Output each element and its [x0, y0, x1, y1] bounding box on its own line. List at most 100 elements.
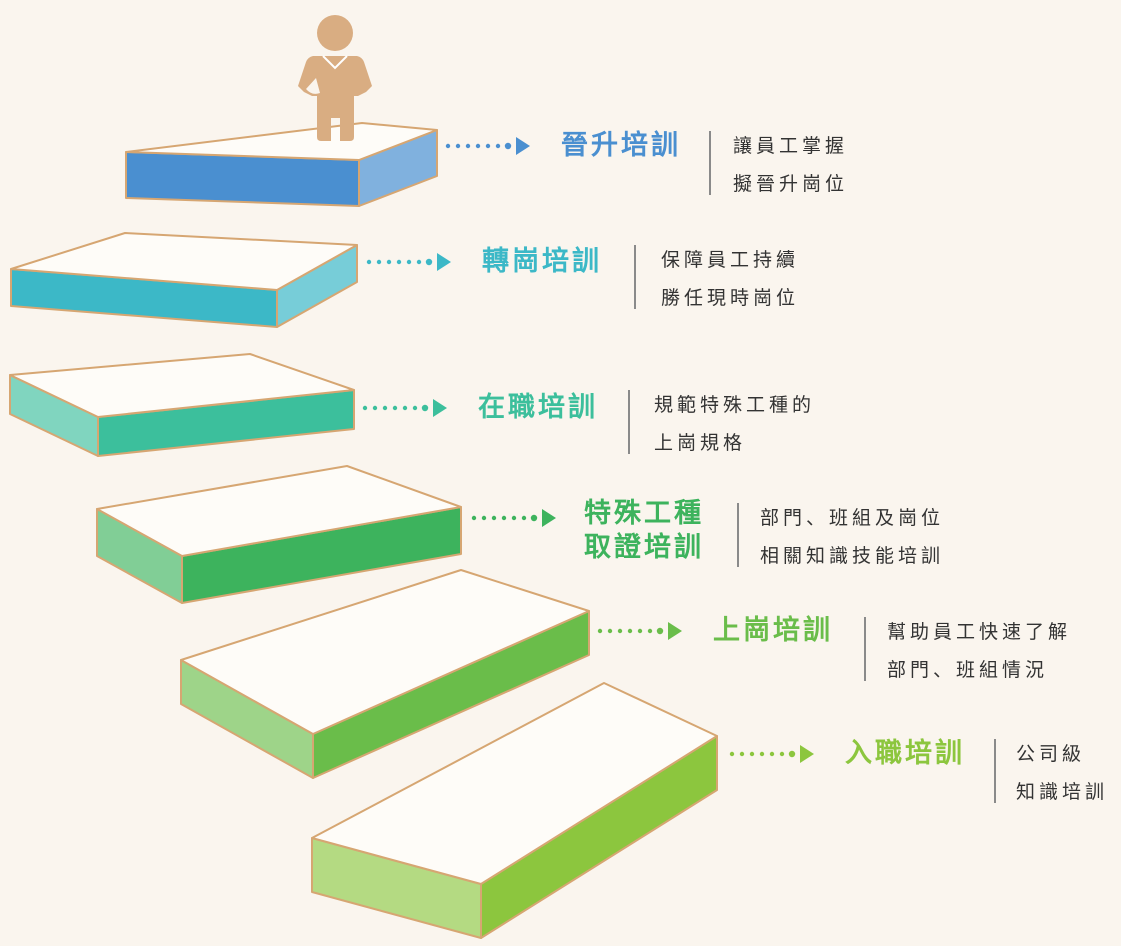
step-title-line: 晉升培訓 [561, 130, 681, 161]
person-icon [298, 15, 372, 141]
step-title: 上崗培訓 [713, 614, 833, 648]
step-slab [311, 682, 718, 939]
arrow-dot [530, 514, 538, 522]
step-left-face [125, 151, 360, 207]
step-slab [180, 569, 590, 779]
arrow-head-icon [800, 745, 814, 763]
arrow-head-icon [516, 137, 530, 155]
arrow-dot [759, 751, 765, 757]
arrow-dot [455, 143, 461, 149]
arrow-dot [402, 405, 408, 411]
arrow-dot [372, 405, 378, 411]
divider-line [994, 739, 996, 803]
step-title-line: 入職培訓 [845, 738, 965, 769]
arrow-dot [382, 405, 388, 411]
dotted-arrow [445, 137, 530, 155]
step-description: 幫助員工快速了解部門、班組情況 [887, 613, 1071, 689]
dotted-arrow [597, 622, 682, 640]
dotted-arrow [366, 253, 451, 271]
arrow-dot [362, 405, 368, 411]
step-title: 轉崗培訓 [482, 245, 602, 279]
arrow-head-icon [433, 399, 447, 417]
dotted-arrow [729, 745, 814, 763]
step-title-line: 特殊工種 [584, 498, 704, 529]
step-top-face [10, 232, 358, 291]
arrow-dot [485, 143, 491, 149]
step-title: 晉升培訓 [561, 129, 681, 163]
arrow-dot [392, 405, 398, 411]
arrow-dot [416, 259, 422, 265]
arrow-dot [491, 515, 497, 521]
step-description: 部門、班組及崗位相關知識技能培訓 [760, 499, 944, 575]
divider-line [634, 245, 636, 309]
step-top-face [96, 465, 462, 557]
arrow-dot [627, 628, 633, 634]
divider-line [709, 131, 711, 195]
arrow-dot [471, 515, 477, 521]
arrow-dot [501, 515, 507, 521]
divider-line [628, 390, 630, 454]
step-top-face [311, 682, 718, 885]
arrow-head-icon [542, 509, 556, 527]
step-description-line: 部門、班組情況 [887, 659, 1049, 681]
step-description: 保障員工持續勝任現時崗位 [661, 241, 799, 317]
step-description-line: 公司級 [1016, 743, 1086, 765]
step-description-line: 擬晉升崗位 [733, 173, 849, 195]
arrow-dot [475, 143, 481, 149]
arrow-dot [504, 142, 512, 150]
step-title: 入職培訓 [845, 737, 965, 771]
arrow-dot [779, 751, 785, 757]
arrow-dot [607, 628, 613, 634]
arrow-dot [445, 143, 451, 149]
divider-line [737, 503, 739, 567]
arrow-dot [521, 515, 527, 521]
step-description-line: 幫助員工快速了解 [887, 621, 1072, 643]
arrow-dot [617, 628, 623, 634]
step-top-face [125, 122, 438, 161]
step-description-line: 規範特殊工種的 [654, 394, 816, 416]
step-title-line: 取證培訓 [584, 532, 704, 563]
arrow-dot [511, 515, 517, 521]
step-title-line: 上崗培訓 [713, 615, 833, 646]
step-top-face [180, 569, 590, 735]
arrow-dot [406, 259, 412, 265]
step-description-line: 相關知識技能培訓 [760, 545, 945, 567]
arrow-dot [637, 628, 643, 634]
arrow-dot [788, 750, 796, 758]
step-title: 特殊工種取證培訓 [584, 497, 704, 565]
arrow-dot [739, 751, 745, 757]
step-description: 規範特殊工種的上崗規格 [654, 386, 815, 462]
arrow-dot [465, 143, 471, 149]
arrow-dot [386, 259, 392, 265]
arrow-dot [425, 258, 433, 266]
dotted-arrow [362, 399, 447, 417]
arrow-dot [396, 259, 402, 265]
step-title-line: 在職培訓 [478, 392, 598, 423]
arrow-head-icon [437, 253, 451, 271]
arrow-dot [421, 404, 429, 412]
arrow-dot [769, 751, 775, 757]
step-title-line: 轉崗培訓 [482, 246, 602, 277]
step-description-line: 讓員工掌握 [733, 135, 849, 157]
step-description-line: 知識培訓 [1016, 781, 1109, 803]
arrow-dot [656, 627, 664, 635]
step-description-line: 保障員工持續 [661, 249, 800, 271]
arrow-dot [366, 259, 372, 265]
step-description-line: 勝任現時崗位 [661, 287, 800, 309]
arrow-dot [647, 628, 653, 634]
step-slab [125, 122, 438, 207]
step-description-line: 上崗規格 [654, 432, 747, 454]
arrow-dot [481, 515, 487, 521]
step-description: 公司級知識培訓 [1016, 735, 1108, 811]
arrow-dot [729, 751, 735, 757]
divider-line [864, 617, 866, 681]
step-slab [9, 353, 355, 457]
step-description-line: 部門、班組及崗位 [760, 507, 945, 529]
step-slab [10, 232, 358, 328]
dotted-arrow [471, 509, 556, 527]
arrow-dot [376, 259, 382, 265]
arrow-head-icon [668, 622, 682, 640]
arrow-dot [597, 628, 603, 634]
